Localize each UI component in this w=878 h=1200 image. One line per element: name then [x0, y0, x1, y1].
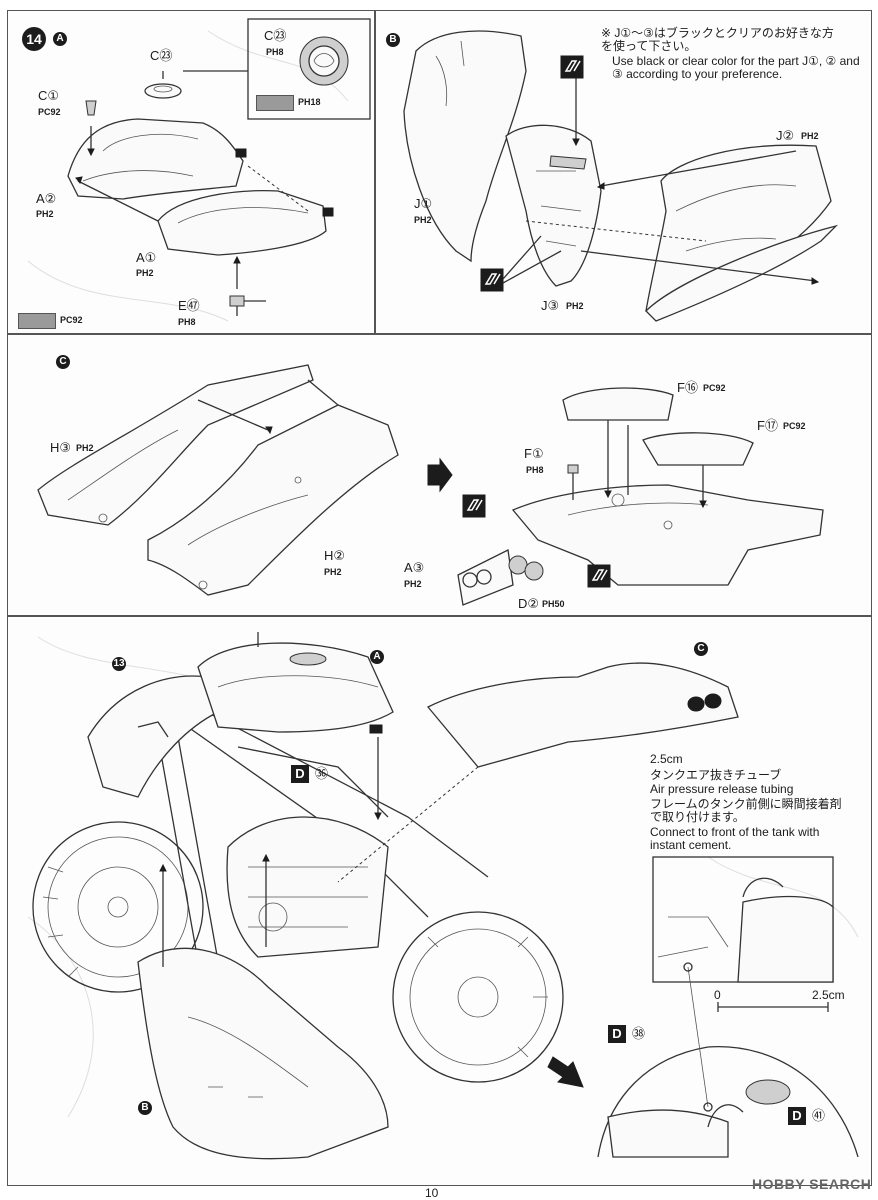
marker-c: C	[694, 642, 708, 656]
paint-code-h2: PH2	[324, 567, 342, 577]
label-f16: F⑯	[677, 380, 698, 395]
panel-c: C H③ PH2 H② PH2 F⑯ PC92 F⑰ PC92 F① PH8 A…	[7, 334, 872, 616]
paint-code-a3: PH2	[404, 579, 422, 589]
paint-code-inset-swatch: PH18	[298, 97, 321, 107]
step-number-badge: 14	[22, 27, 46, 51]
panel-marker-c: C	[56, 355, 70, 369]
tube-jp: タンクエア抜きチューブ	[650, 768, 782, 782]
label-c1: C①	[38, 88, 60, 103]
paint-code-j1: PH2	[414, 215, 432, 225]
panel-marker-a: A	[53, 32, 67, 46]
paint-code-h3: PH2	[76, 443, 94, 453]
paint-code-a2: PH2	[36, 209, 54, 219]
label-c23-top: C㉓	[150, 48, 173, 63]
label-a3: A③	[404, 560, 425, 575]
label-e47: E㊼	[178, 298, 200, 313]
tube-en: Air pressure release tubing	[650, 782, 794, 796]
panel-b-drawing	[403, 30, 839, 322]
note-japanese: ※ J①～③はブラックとクリアのお好きな方を使って下さい。	[601, 26, 834, 53]
note-english: Use black or clear color for the part J①…	[612, 54, 860, 81]
bottom-paint-swatch	[18, 313, 56, 329]
marker-a: A	[370, 650, 384, 664]
decal-d36-number: ㊱	[315, 766, 329, 781]
label-f17: F⑰	[757, 418, 778, 433]
step-ref-13: 13	[112, 657, 126, 671]
decal-d41-badge: D	[788, 1107, 806, 1125]
watermark: HOBBY SEARCH	[752, 1176, 872, 1192]
connect-jp: フレームのタンク前側に瞬間接着剤で取り付けます。	[650, 797, 842, 824]
inset-paint-swatch	[256, 95, 294, 111]
label-c23-inset: C㉓	[264, 28, 287, 43]
paint-code-f16: PC92	[703, 383, 726, 393]
paint-code-j2: PH2	[801, 131, 819, 141]
panel-b: B ※ J①～③はブラックとクリアのお好きな方を使って下さい。 Use blac…	[375, 10, 872, 334]
scale-start: 0	[714, 988, 721, 1002]
label-h3: H③	[50, 440, 72, 455]
page-number: 10	[425, 1186, 439, 1200]
label-d2: D②	[518, 596, 540, 611]
label-a2: A②	[36, 191, 57, 206]
paint-code-bottom-swatch: PC92	[60, 315, 83, 325]
paint-code-j3: PH2	[566, 301, 584, 311]
decal-d41-number: ㊶	[812, 1108, 826, 1123]
marker-b: B	[138, 1101, 152, 1115]
decal-d38-badge: D	[608, 1025, 626, 1043]
tube-length: 2.5cm	[650, 752, 683, 766]
scale-end: 2.5cm	[812, 988, 845, 1002]
decal-d38-number: ㊳	[632, 1026, 646, 1041]
label-h2: H②	[324, 548, 346, 563]
paint-code-d2: PH50	[542, 599, 565, 609]
paint-code-a1: PH2	[136, 268, 154, 278]
paint-code-c23-inset: PH8	[266, 47, 284, 57]
paint-code-c1: PC92	[38, 107, 61, 117]
label-j2: J②	[776, 128, 795, 143]
label-a1: A①	[136, 250, 157, 265]
label-j1: J①	[414, 196, 433, 211]
paint-code-f1: PH8	[526, 465, 544, 475]
motorcycle-assembly-drawing	[27, 632, 859, 1160]
panel-final-assembly: 13 A C B D ㊱ D ㊳ D ㊶ 2.5cm タンクエア抜きチューブ A…	[7, 616, 872, 1186]
panel-marker-b: B	[386, 33, 400, 47]
label-j3: J③	[541, 298, 560, 313]
panel-a-drawing	[27, 18, 371, 322]
panel-step14-a: 14 A C㉓ C㉓ PH8 PH18 C① PC92 A② PH2 A① PH…	[7, 10, 375, 334]
label-f1: F①	[524, 446, 544, 461]
paint-code-e47: PH8	[178, 317, 196, 327]
paint-code-f17: PC92	[783, 421, 806, 431]
connect-en: Connect to front of the tank with instan…	[650, 825, 820, 852]
panel-c-drawing	[37, 364, 824, 606]
decal-d36-badge: D	[291, 765, 309, 783]
